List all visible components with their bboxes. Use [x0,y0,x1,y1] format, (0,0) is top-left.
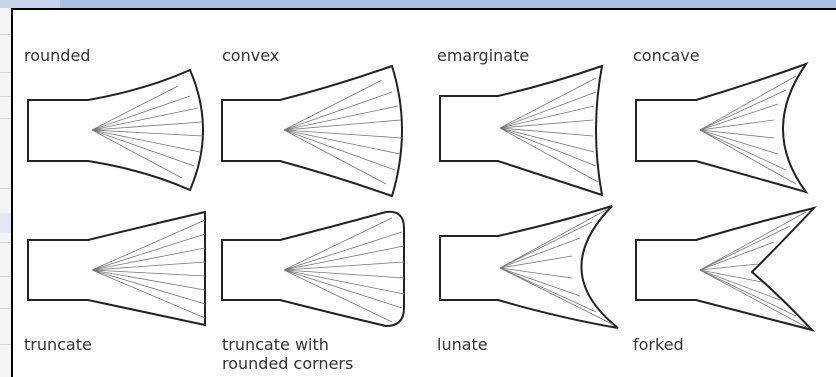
fin-lunate [440,206,618,328]
fin-forked [636,208,814,330]
fin-emarginate [440,66,602,195]
fin-rounded [28,70,203,190]
fin-truncate [28,212,205,325]
fin-concave [636,64,806,192]
fin-truncate-rounded [222,212,404,326]
fin-convex [222,66,402,196]
